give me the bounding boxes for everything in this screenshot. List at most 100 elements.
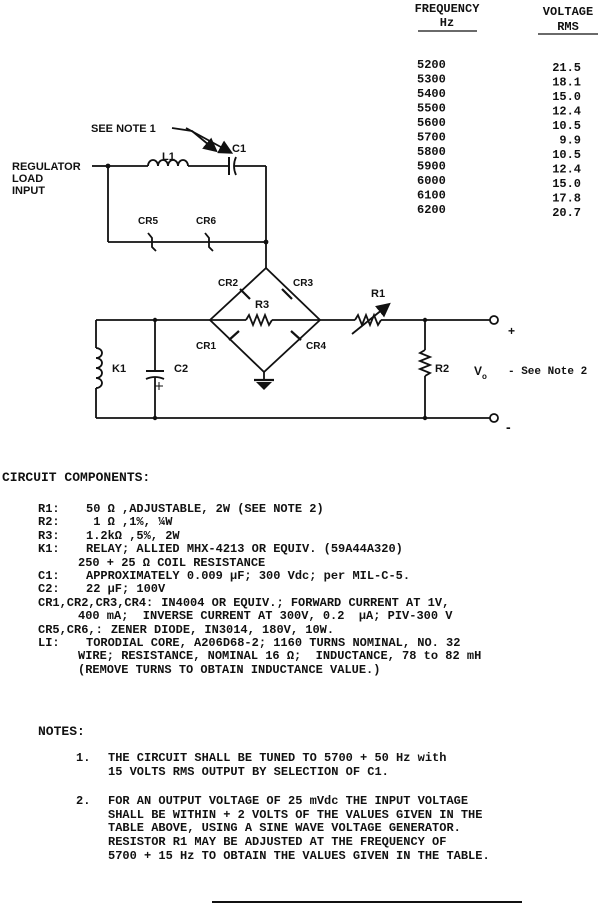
- component-key: K1:: [38, 542, 60, 557]
- table-cell-frequency: 6000: [417, 174, 446, 188]
- label-R1: R1: [371, 288, 385, 300]
- resistor-R1: R1: [320, 288, 494, 335]
- label-CR2: CR2: [218, 278, 238, 289]
- note-number: 2.: [76, 794, 91, 809]
- frequency-voltage-table: FREQUENCY Hz VOLTAGE RMS 5200 21.5 5300 18.…: [415, 2, 598, 220]
- table-cell-voltage: 15.0: [552, 177, 581, 191]
- label-C1: C1: [232, 143, 246, 155]
- notes-list: 1. THE CIRCUIT SHALL BE TUNED TO 5700 + 5…: [76, 751, 596, 879]
- component-value: RELAY; ALLIED MHX-4213 OR EQUIV. (59A44A…: [86, 542, 403, 557]
- bottom-rule: [212, 901, 522, 903]
- table-cell-frequency: 5200: [417, 58, 446, 72]
- component-item: K1: RELAY; ALLIED MHX-4213 OR EQUIV. (59A…: [38, 542, 598, 557]
- label-CR6: CR6: [196, 216, 216, 227]
- bridge-rectifier: CR2 CR3 CR1 CR4 R3: [196, 266, 326, 374]
- table-cell-frequency: 5500: [417, 102, 446, 116]
- table-cell-frequency: 5700: [417, 131, 446, 145]
- table-cell-frequency: 5900: [417, 160, 446, 174]
- label-see-note-2: - See Note 2: [508, 366, 587, 378]
- component-value: 50 Ω ,ADJUSTABLE, 2W (SEE NOTE 2): [86, 502, 324, 516]
- note-text: THE CIRCUIT SHALL BE TUNED TO 5700 + 50 …: [108, 751, 447, 779]
- component-key: R3:: [38, 528, 60, 543]
- label-CR1: CR1: [196, 341, 216, 352]
- output-terminal-positive: [489, 315, 499, 325]
- label-R2: R2: [435, 363, 449, 375]
- note-number: 1.: [76, 751, 91, 765]
- label-CR3: CR3: [293, 278, 313, 289]
- component-item: CR1,CR2,CR3,CR4: IN4004 OR EQUIV.; FORWAR…: [38, 595, 598, 610]
- note-text: FOR AN OUTPUT VOLTAGE OF 25 mVdc THE INP…: [108, 794, 490, 863]
- table-header-voltage: VOLTAGE: [543, 5, 593, 19]
- components-title: CIRCUIT COMPONENTS:: [2, 470, 151, 485]
- component-value: 1.2kΩ ,5%, 2W: [86, 528, 180, 543]
- table-cell-voltage: 10.5: [552, 148, 581, 162]
- table-cell-voltage: 9.9: [559, 134, 581, 148]
- table-cell-voltage: 17.8: [552, 192, 581, 206]
- relay-K1: K1: [95, 320, 126, 418]
- component-item: C2: 22 µF; 100V: [38, 582, 598, 597]
- table-cell-frequency: 5600: [417, 116, 446, 130]
- table-header-frequency-unit: Hz: [440, 16, 454, 30]
- inductor-L1: L1: [108, 151, 189, 167]
- input-label-line1: REGULATOR: [12, 161, 81, 173]
- capacitor-C2: C2: [145, 317, 188, 421]
- circuit-schematic: FREQUENCY Hz VOLTAGE RMS 5200 21.5 5300 18.…: [12, 2, 598, 435]
- notes-title: NOTES:: [38, 724, 85, 739]
- table-cell-voltage: 15.0: [552, 90, 581, 104]
- table-cell-voltage: 18.1: [552, 76, 581, 90]
- component-key: C2:: [38, 582, 60, 597]
- component-key: CR1,CR2,CR3,CR4:: [38, 595, 154, 610]
- label-K1: K1: [112, 363, 126, 375]
- label-CR5: CR5: [138, 216, 158, 227]
- component-key: R1:: [38, 502, 60, 516]
- component-value: IN4004 OR EQUIV.; FORWARD CURRENT AT 1V,: [161, 595, 450, 610]
- component-item: C1: APPROXIMATELY 0.009 µF; 300 Vdc; per …: [38, 569, 598, 584]
- note-item: 2. FOR AN OUTPUT VOLTAGE OF 25 mVdc THE I…: [76, 794, 596, 863]
- component-item: R3: 1.2kΩ ,5%, 2W: [38, 528, 598, 543]
- components-list: R1: 50 Ω ,ADJUSTABLE, 2W (SEE NOTE 2)R2: …: [38, 502, 598, 677]
- component-item: LI: TORODIAL CORE, A206D68-2; 1160 TURNS …: [38, 636, 598, 651]
- table-cell-frequency: 5300: [417, 73, 446, 87]
- table-cell-frequency: 6200: [417, 203, 446, 217]
- table-cell-voltage: 12.4: [552, 105, 581, 119]
- label-minus: -: [506, 419, 511, 435]
- ground-symbol: [254, 372, 274, 390]
- table-cell-voltage: 12.4: [552, 163, 581, 177]
- zener-CR5-CR6-branch: CR5 CR6: [108, 216, 266, 252]
- input-label-line2: LOAD: [12, 173, 43, 185]
- input-label-line3: INPUT: [12, 185, 45, 197]
- component-key: R2:: [38, 515, 60, 530]
- component-value-continued: 400 mA; INVERSE CURRENT AT 300V, 0.2 µA;…: [78, 609, 453, 624]
- label-R3: R3: [255, 299, 269, 311]
- component-value-continued: 250 + 25 Ω COIL RESISTANCE: [78, 555, 266, 570]
- capacitor-C1: C1: [188, 143, 266, 176]
- label-C2: C2: [174, 363, 188, 375]
- resistor-R2: R2: [417, 317, 449, 421]
- table-cell-voltage: 10.5: [552, 119, 581, 133]
- label-plus: +: [508, 324, 515, 338]
- see-note-1-label: SEE NOTE 1: [91, 123, 156, 135]
- component-value: TORODIAL CORE, A206D68-2; 1160 TURNS NOM…: [86, 636, 461, 651]
- component-item: CR5,CR6,: ZENER DIODE, IN3014, 180V, 10W.: [38, 622, 598, 637]
- table-header-voltage-unit: RMS: [557, 20, 579, 34]
- label-L1: L1: [162, 151, 175, 163]
- component-item: R1: 50 Ω ,ADJUSTABLE, 2W (SEE NOTE 2): [38, 502, 598, 516]
- table-cell-frequency: 5400: [417, 87, 446, 101]
- component-key: LI:: [38, 636, 60, 651]
- table-cell-voltage: 21.5: [552, 61, 581, 75]
- component-key: CR5,CR6,:: [38, 622, 103, 637]
- component-value: 1 Ω ,1%, ¼W: [86, 515, 173, 530]
- component-value-continued: WIRE; RESISTANCE, NOMINAL 16 Ω; INDUCTAN…: [78, 649, 482, 664]
- component-item: R2: 1 Ω ,1%, ¼W: [38, 515, 598, 530]
- label-vo-sub: o: [482, 372, 487, 381]
- component-value: APPROXIMATELY 0.009 µF; 300 Vdc; per MIL…: [86, 569, 411, 584]
- component-key: C1:: [38, 569, 60, 584]
- table-cell-frequency: 6100: [417, 189, 446, 203]
- table-cell-voltage: 20.7: [552, 206, 581, 220]
- component-value: ZENER DIODE, IN3014, 180V, 10W.: [110, 622, 335, 637]
- table-header-frequency: FREQUENCY: [415, 2, 481, 16]
- component-value: 22 µF; 100V: [86, 582, 166, 597]
- output-terminal-negative: [489, 413, 499, 423]
- component-value-continued: (REMOVE TURNS TO OBTAIN INDUCTANCE VALUE…: [78, 662, 381, 677]
- label-vo: V: [474, 364, 482, 378]
